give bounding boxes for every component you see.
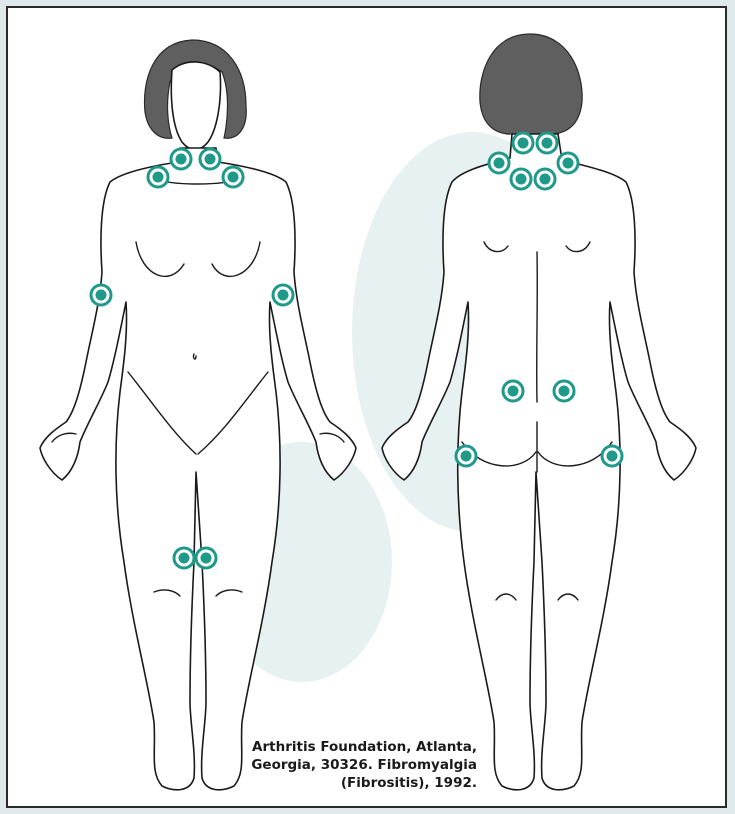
tender-point-back-lower-left — [503, 381, 523, 401]
tender-point-back-occiput-left — [513, 133, 533, 153]
tender-point-back-neck-right — [558, 153, 578, 173]
tender-point-front-shoulder-left — [148, 167, 168, 187]
tender-point-front-knee-right — [196, 548, 216, 568]
source-caption: Arthritis Foundation, Atlanta, Georgia, … — [251, 738, 477, 792]
diagram-frame: Arthritis Foundation, Atlanta, Georgia, … — [6, 6, 727, 808]
tender-point-back-lower-right — [554, 381, 574, 401]
tender-point-front-neck-left — [171, 149, 191, 169]
front-face — [171, 62, 220, 150]
caption-line-3: (Fibrositis), 1992. — [251, 774, 477, 792]
caption-line-1: Arthritis Foundation, Atlanta, — [251, 738, 477, 756]
fibromyalgia-tender-points-diagram — [8, 8, 727, 808]
back-hair — [480, 34, 582, 134]
tender-point-front-shoulder-right — [223, 167, 243, 187]
tender-point-front-neck-right — [200, 149, 220, 169]
tender-point-front-knee-left — [174, 548, 194, 568]
tender-point-back-trapezius-left — [511, 169, 531, 189]
tender-point-front-elbow-right — [273, 285, 293, 305]
tender-point-front-elbow-left — [91, 285, 111, 305]
back-spine — [537, 252, 538, 402]
tender-point-back-neck-left — [489, 153, 509, 173]
tender-point-back-hip-left — [456, 446, 476, 466]
tender-point-back-occiput-right — [537, 133, 557, 153]
caption-line-2: Georgia, 30326. Fibromyalgia — [251, 756, 477, 774]
tender-point-back-hip-right — [602, 446, 622, 466]
tender-point-back-trapezius-right — [535, 169, 555, 189]
